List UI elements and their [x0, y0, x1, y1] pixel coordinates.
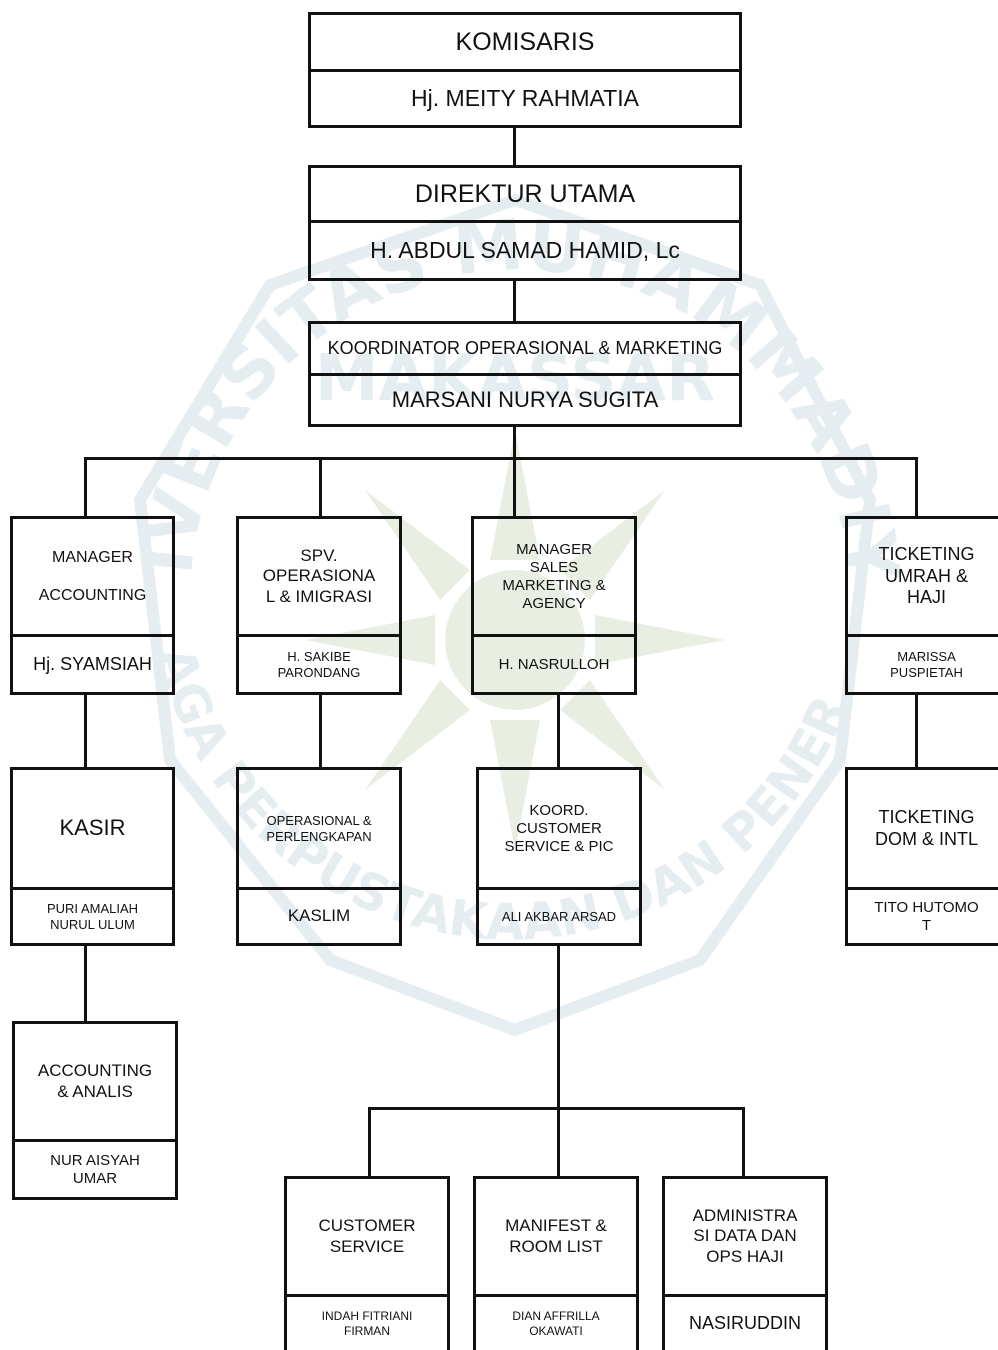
connector-line — [513, 128, 516, 165]
connector-line — [513, 457, 516, 516]
person-name: Hj. SYAMSIAH — [13, 634, 172, 692]
connector-line — [84, 946, 87, 1021]
connector-line — [84, 457, 87, 516]
person-name: TITO HUTOMO T — [848, 887, 998, 943]
person-name: H. ABDUL SAMAD HAMID, Lc — [311, 220, 739, 278]
seal-octagon — [133, 193, 877, 1037]
position-title: KOORD. CUSTOMER SERVICE & PIC — [504, 801, 614, 855]
connector-line — [557, 695, 560, 767]
connector-line — [513, 427, 516, 458]
connector-line — [368, 1107, 744, 1110]
position-title: TICKETING UMRAH & HAJI — [878, 544, 975, 608]
connector-line — [368, 1107, 371, 1176]
box-direktur-utama: DIREKTUR UTAMA H. ABDUL SAMAD HAMID, Lc — [308, 165, 742, 281]
position-title: KOORDINATOR OPERASIONAL & MARKETING — [327, 337, 723, 358]
box-komisaris: KOMISARIS Hj. MEITY RAHMATIA — [308, 12, 742, 128]
connector-line — [84, 695, 87, 767]
position-title: KOMISARIS — [455, 28, 595, 56]
box-operasional-perlengkapan: OPERASIONAL & PERLENGKAPAN KASLIM — [236, 767, 402, 946]
person-name: DIAN AFFRILLA OKAWATI — [476, 1294, 636, 1350]
box-manifest: MANIFEST & ROOM LIST DIAN AFFRILLA OKAWAT… — [473, 1176, 639, 1350]
box-kasir: KASIR PURI AMALIAH NURUL ULUM — [10, 767, 175, 946]
person-name: NUR AISYAH UMAR — [15, 1139, 175, 1197]
box-ticketing-umrah: TICKETING UMRAH & HAJI MARISSA PUSPIETAH — [845, 516, 998, 695]
box-manager-sales: MANAGER SALES MARKETING & AGENCY H. NASRU… — [471, 516, 637, 695]
position-title: MANAGER ACCOUNTING — [38, 548, 147, 605]
position-title: ADMINISTRA SI DATA DAN OPS HAJI — [692, 1205, 798, 1266]
box-customer-service: CUSTOMER SERVICE INDAH FITRIANI FIRMAN — [284, 1176, 450, 1350]
connector-line — [557, 946, 560, 1109]
person-name: Hj. MEITY RAHMATIA — [311, 69, 739, 125]
box-spv-operasional: SPV. OPERASIONA L & IMIGRASI H. SAKIBE PA… — [236, 516, 402, 695]
connector-line — [742, 1107, 745, 1176]
person-name: PURI AMALIAH NURUL ULUM — [13, 887, 172, 943]
sun-emblem-icon — [305, 430, 725, 850]
person-name: KASLIM — [239, 887, 399, 943]
connector-line — [513, 281, 516, 321]
person-name: MARISSA PUSPIETAH — [848, 634, 998, 692]
position-title: DIREKTUR UTAMA — [414, 180, 636, 208]
position-title: CUSTOMER SERVICE — [318, 1216, 416, 1256]
person-name: MARSANI NURYA SUGITA — [311, 373, 739, 424]
connector-line — [319, 457, 322, 516]
position-title: SPV. OPERASIONA L & IMIGRASI — [262, 545, 376, 606]
person-name: H. NASRULLOH — [474, 634, 634, 692]
connector-line — [915, 457, 918, 516]
person-name: H. SAKIBE PARONDANG — [239, 634, 399, 692]
box-koordinator: KOORDINATOR OPERASIONAL & MARKETING MARSA… — [308, 321, 742, 427]
position-title: OPERASIONAL & PERLENGKAPAN — [266, 812, 372, 844]
connector-line — [84, 457, 918, 460]
person-name: NASIRUDDIN — [665, 1294, 825, 1350]
position-title: KASIR — [59, 815, 126, 841]
connector-line — [557, 1107, 560, 1176]
person-name: INDAH FITRIANI FIRMAN — [287, 1294, 447, 1350]
watermark-mid-text: MAKASSAR — [315, 342, 715, 416]
person-name: ALI AKBAR ARSAD — [479, 887, 639, 943]
connector-line — [915, 695, 918, 767]
position-title: TICKETING DOM & INTL — [874, 806, 978, 849]
box-administrasi: ADMINISTRA SI DATA DAN OPS HAJI NASIRUDDI… — [662, 1176, 828, 1350]
box-accounting-analis: ACCOUNTING & ANALIS NUR AISYAH UMAR — [12, 1021, 178, 1200]
box-manager-accounting: MANAGER ACCOUNTING Hj. SYAMSIAH — [10, 516, 175, 695]
connector-line — [319, 695, 322, 767]
position-title: ACCOUNTING & ANALIS — [37, 1061, 153, 1101]
position-title: MANIFEST & ROOM LIST — [505, 1216, 607, 1256]
box-ticketing-dom: TICKETING DOM & INTL TITO HUTOMO T — [845, 767, 998, 946]
position-title: MANAGER SALES MARKETING & AGENCY — [502, 540, 606, 612]
box-koord-cs: KOORD. CUSTOMER SERVICE & PIC ALI AKBAR A… — [476, 767, 642, 946]
